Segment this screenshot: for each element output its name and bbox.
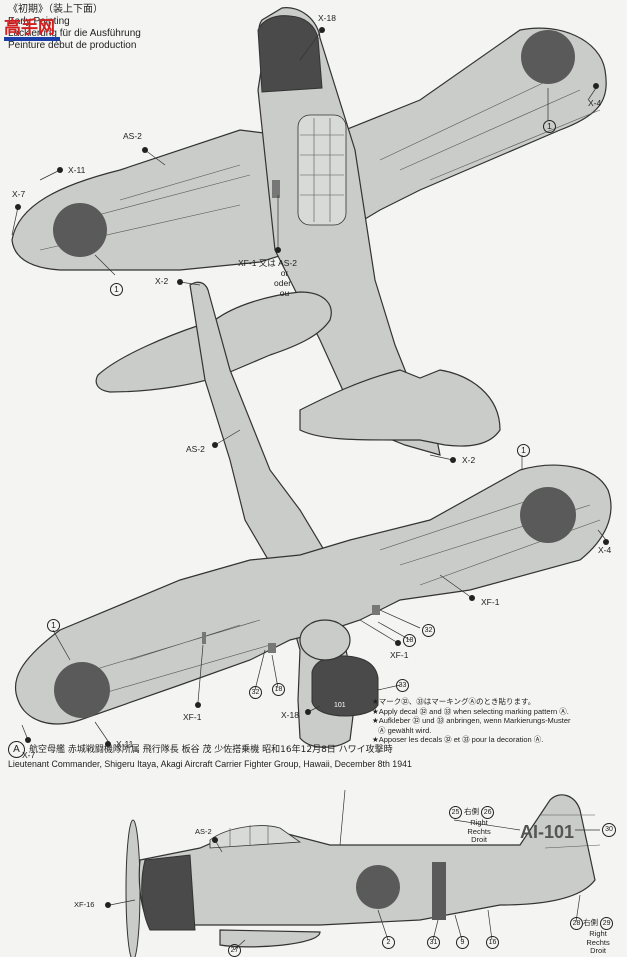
side-c25: 25 [449, 806, 462, 819]
scheme-a-jp: 航空母艦 赤城戦闘機隊所属 飛行隊長 板谷 茂 少佐搭乗機 昭和16年12月8日… [29, 744, 393, 755]
bottom-fuselage-code: 101 [334, 702, 346, 709]
side-right2-jp: 右側 [583, 918, 598, 927]
side-cowling [141, 854, 196, 931]
scheme-a-badge: A [8, 741, 25, 758]
header-jp: 《初期》（装上下面） [8, 4, 103, 15]
callout-bot-x11: X-11 [116, 739, 134, 749]
callout-bot-xf1-mid: XF-1 [390, 650, 409, 660]
callout-top-as2: AS-2 [123, 131, 142, 141]
callout-top-x11: X-11 [68, 165, 86, 175]
top-walkway [272, 180, 280, 198]
side-as2: AS-2 [195, 827, 212, 836]
side-c26: 26 [481, 806, 495, 819]
side-hinomaru [356, 865, 400, 909]
callout-bot-x4: X-4 [598, 545, 612, 555]
note-jp: ★マーク㉜、㉝はマーキングⒶのとき貼ります。 [372, 697, 536, 706]
side-right-bottom: 右側 29 Right Rechts Droit [583, 917, 614, 956]
header-block: 《初期》（装上下面） Early Painting Lackierung für… [8, 4, 141, 52]
top-cowling [257, 15, 323, 93]
callout-top-xf1: XF-1 又は AS-2 or oder ou [238, 258, 297, 298]
aircraft-side-view: AI-101 [125, 789, 601, 957]
bottom-hinomaru-right [520, 487, 576, 543]
callout-top-x7: X-7 [12, 189, 26, 199]
callout-top-xf1-oder: oder [274, 278, 292, 288]
aircraft-top-view [11, 7, 607, 456]
top-tailplane [299, 369, 501, 447]
side-canopy [209, 825, 302, 849]
side-right-en: Right [470, 818, 488, 827]
callout-bot-x7: X-7 [22, 750, 36, 760]
side-c16: 16 [486, 936, 499, 949]
scheme-a-heading: A 航空母艦 赤城戦闘機隊所属 飛行隊長 板谷 茂 少佐搭乗機 昭和16年12月8… [8, 741, 412, 770]
bottom-hinomaru-left [54, 662, 110, 718]
callout-top-xf1-or: or [280, 268, 289, 278]
side-right2-fr: Droit [590, 946, 606, 955]
callout-top-x2: X-2 [155, 276, 169, 286]
callout-bot-c32-left: 32 [249, 686, 262, 699]
side-fuselage-band [432, 862, 446, 920]
bottom-wing [14, 464, 612, 725]
top-cockpit [297, 114, 347, 226]
bottom-drop-tank [299, 619, 351, 661]
header-fr: Peinture début de production [8, 40, 137, 51]
side-c2: 2 [382, 936, 395, 949]
callout-bot-as2: AS-2 [186, 444, 205, 454]
side-right-jp: 右側 [464, 807, 479, 816]
side-c31: 31 [427, 936, 440, 949]
aircraft-bottom-view: 101 [14, 281, 612, 748]
side-right2-en: Right [589, 929, 607, 938]
side-c25-text: 25 [449, 806, 462, 819]
callout-top-x18: X-18 [318, 13, 336, 23]
watermark-text: 高手网 [4, 17, 55, 38]
callout-bot-x2: X-2 [462, 455, 476, 465]
callout-bot-c32-right: 32 [422, 624, 435, 637]
side-right-fr: Droit [471, 835, 487, 844]
side-c27: 27 [228, 944, 241, 957]
header-en: Early Painting [8, 16, 70, 27]
callout-top-xf1-line1: XF-1 又は AS-2 [238, 258, 298, 268]
callout-bot-x18: X-18 [281, 710, 299, 720]
decal-note: ★マーク㉜、㉝はマーキングⒶのとき貼ります。 ★Apply decal ㉜ an… [372, 697, 570, 745]
side-right2-de: Rechts [586, 937, 610, 947]
top-hinomaru-right [521, 30, 575, 84]
note-de-2: Ⓐ gewählt wird. [378, 725, 432, 735]
side-right-de: Rechts [467, 826, 491, 836]
side-c29: 29 [600, 917, 614, 930]
side-xf16: XF-16 [74, 900, 95, 909]
callout-top-c1-right: 1 [543, 120, 556, 133]
callout-bot-c1-right: 1 [517, 444, 530, 457]
side-c28: 28 [570, 917, 583, 930]
callout-bot-c1-left: 1 [47, 619, 60, 632]
side-c30: 30 [602, 823, 616, 837]
callout-top-x4: X-4 [588, 98, 602, 108]
callout-bot-xf1-right: XF-1 [481, 597, 500, 607]
header-de: Lackierung für die Ausführung [8, 28, 141, 39]
callout-top-c1-left: 1 [110, 283, 123, 296]
watermark-logo: 高手网 [4, 17, 60, 41]
callout-leaders [11, 27, 609, 951]
side-tail-code: AI-101 [520, 822, 574, 842]
note-de-1: ★Aufkleber ㉜ und ㉝ anbringen, wenn Marki… [372, 716, 571, 725]
callout-top-xf1-ou: ou [279, 288, 290, 298]
side-right-top: 右側 26 Right Rechts Droit [464, 806, 495, 845]
note-fr: ★Apposer les decals ㉜ et ㉝ pour la decor… [372, 735, 544, 744]
side-c9: 9 [456, 936, 469, 949]
callout-bot-c18-left: 18 [272, 683, 285, 696]
top-hinomaru-left [53, 203, 107, 257]
callout-bot-xf1-left: XF-1 [183, 712, 202, 722]
side-propeller [125, 819, 141, 957]
note-en: ★Apply decal ㉜ and ㉝ when selecting mark… [372, 706, 569, 716]
callout-bot-c33: 33 [396, 679, 409, 692]
callout-bot-c18-right: 18 [403, 634, 416, 647]
scheme-a-en: Lieutenant Commander, Shigeru Itaya, Aka… [8, 759, 412, 769]
